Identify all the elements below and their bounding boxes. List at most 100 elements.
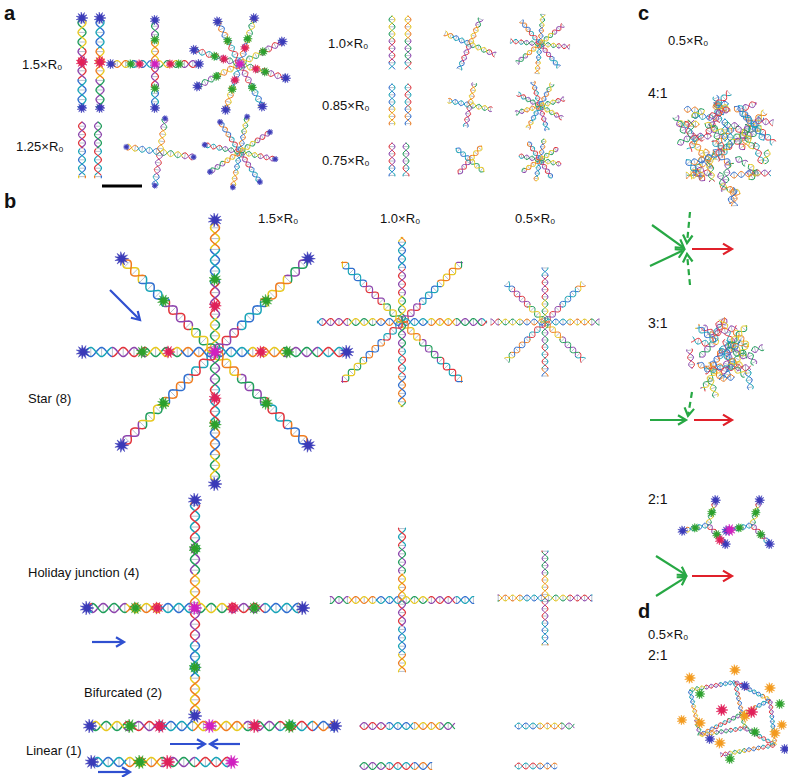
dna-strand	[470, 146, 482, 160]
dna-strand	[692, 110, 705, 117]
dna-strand	[732, 163, 733, 164]
base-pair	[540, 763, 541, 769]
dna-strand	[191, 608, 200, 642]
base-pair	[256, 98, 261, 101]
dna-helix	[399, 600, 406, 672]
dna-strand	[714, 180, 715, 182]
base-pair	[191, 602, 200, 603]
base-pair	[542, 594, 548, 595]
base-pair	[405, 62, 411, 63]
fluorophore	[272, 156, 278, 162]
dna-strand	[383, 304, 402, 322]
base-pair	[399, 621, 406, 622]
base-pair	[740, 171, 742, 177]
dna-strand	[529, 121, 531, 130]
fluorophore	[136, 346, 148, 358]
base-pair	[494, 52, 496, 57]
base-pair	[406, 723, 407, 730]
base-pair	[529, 122, 533, 124]
dna-helix	[505, 282, 546, 323]
base-pair	[450, 269, 455, 274]
base-pair	[542, 630, 548, 631]
base-pair	[530, 307, 534, 311]
dna-strand	[540, 15, 545, 27]
base-pair	[78, 42, 86, 43]
dna-strand	[727, 128, 734, 148]
base-pair	[462, 165, 466, 168]
base-pair	[243, 158, 247, 161]
dna-strand	[399, 349, 406, 375]
dna-strand	[542, 345, 548, 368]
fluorophore	[302, 438, 316, 452]
base-pair	[541, 157, 543, 161]
dna-strand	[542, 621, 548, 644]
base-pair	[211, 433, 220, 434]
base-pair	[399, 654, 406, 655]
base-pair	[256, 138, 259, 142]
dna-strand	[342, 377, 343, 383]
dna-helix	[127, 144, 160, 154]
base-pair	[519, 319, 520, 325]
base-pair	[522, 95, 524, 99]
dna-helix	[399, 528, 406, 600]
base-pair	[240, 53, 246, 55]
dna-strand	[691, 142, 703, 157]
dna-helix	[738, 106, 755, 127]
base-pair	[399, 570, 406, 571]
base-pair	[456, 376, 461, 381]
dna-strand	[231, 171, 237, 187]
base-pair	[738, 107, 743, 110]
fluorophore	[193, 81, 203, 91]
base-pair	[389, 94, 395, 95]
dna-helix	[516, 44, 540, 65]
dna-helix	[498, 595, 545, 601]
base-pair	[527, 319, 528, 325]
dna-strand	[540, 151, 555, 161]
base-pair	[534, 595, 535, 601]
base-pair	[450, 34, 452, 39]
base-pair	[687, 106, 689, 112]
dna-strand	[319, 348, 347, 357]
base-pair	[389, 41, 395, 42]
base-pair	[519, 595, 520, 601]
base-pair	[297, 604, 298, 613]
base-pair	[478, 147, 482, 150]
base-pair	[749, 144, 754, 147]
base-pair	[725, 107, 727, 113]
base-pair	[476, 24, 481, 26]
base-pair	[530, 333, 534, 337]
dna-strand	[538, 144, 544, 161]
base-pair	[714, 135, 719, 137]
dna-strand	[545, 595, 568, 601]
base-pair	[269, 292, 275, 298]
base-pair	[330, 319, 331, 326]
base-pair	[718, 175, 724, 177]
base-pair	[191, 645, 200, 646]
fluorophore	[153, 719, 167, 733]
dna-strand	[561, 723, 574, 729]
base-pair	[96, 32, 104, 33]
base-pair	[364, 763, 365, 770]
base-pair	[444, 364, 449, 369]
dna-strand	[95, 122, 102, 148]
base-pair	[211, 238, 220, 239]
base-pair	[694, 135, 695, 141]
base-pair	[364, 597, 365, 604]
dna-helix	[684, 106, 698, 113]
dna-strand	[259, 155, 275, 161]
base-pair	[399, 629, 406, 630]
base-pair	[223, 360, 229, 366]
base-pair	[756, 152, 762, 154]
base-pair	[79, 159, 86, 160]
dna-strand	[514, 287, 527, 307]
base-pair	[103, 604, 104, 613]
base-pair	[399, 646, 406, 647]
base-pair	[724, 172, 730, 174]
dna-strand	[731, 188, 737, 206]
base-pair	[184, 61, 185, 68]
base-pair	[152, 26, 159, 27]
base-pair	[686, 161, 691, 165]
base-pair	[772, 120, 774, 126]
base-pair	[473, 597, 474, 604]
